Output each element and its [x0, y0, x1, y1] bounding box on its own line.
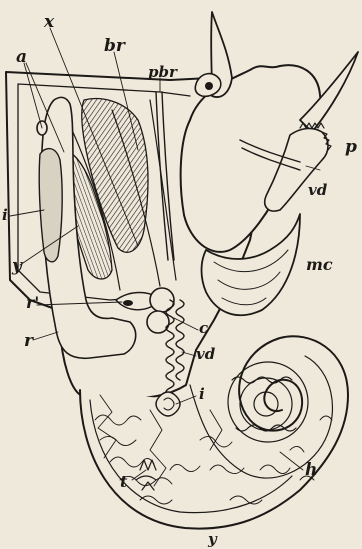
label-h: h [305, 460, 317, 480]
label-y-1: y [11, 256, 23, 276]
crop-lower [147, 311, 169, 333]
label-mc: mc [306, 255, 333, 274]
label-vd-1: vd [308, 181, 328, 199]
label-i-2: i [199, 385, 205, 403]
label-p: p [345, 137, 357, 157]
label-x: x [43, 12, 55, 32]
label-br: br [104, 36, 126, 56]
kidney-pore [123, 300, 133, 306]
label-r-prime: r' [26, 293, 39, 312]
label-r: r [24, 331, 34, 351]
label-y-2: y [207, 530, 218, 548]
label-pbr: pbr [148, 63, 178, 81]
label-c: c [199, 319, 208, 337]
label-i-prime: i [2, 206, 8, 224]
label-t: t [120, 472, 128, 491]
eye-dot [205, 82, 213, 90]
label-vd-2: vd [196, 345, 216, 363]
label-a: a [16, 47, 27, 67]
